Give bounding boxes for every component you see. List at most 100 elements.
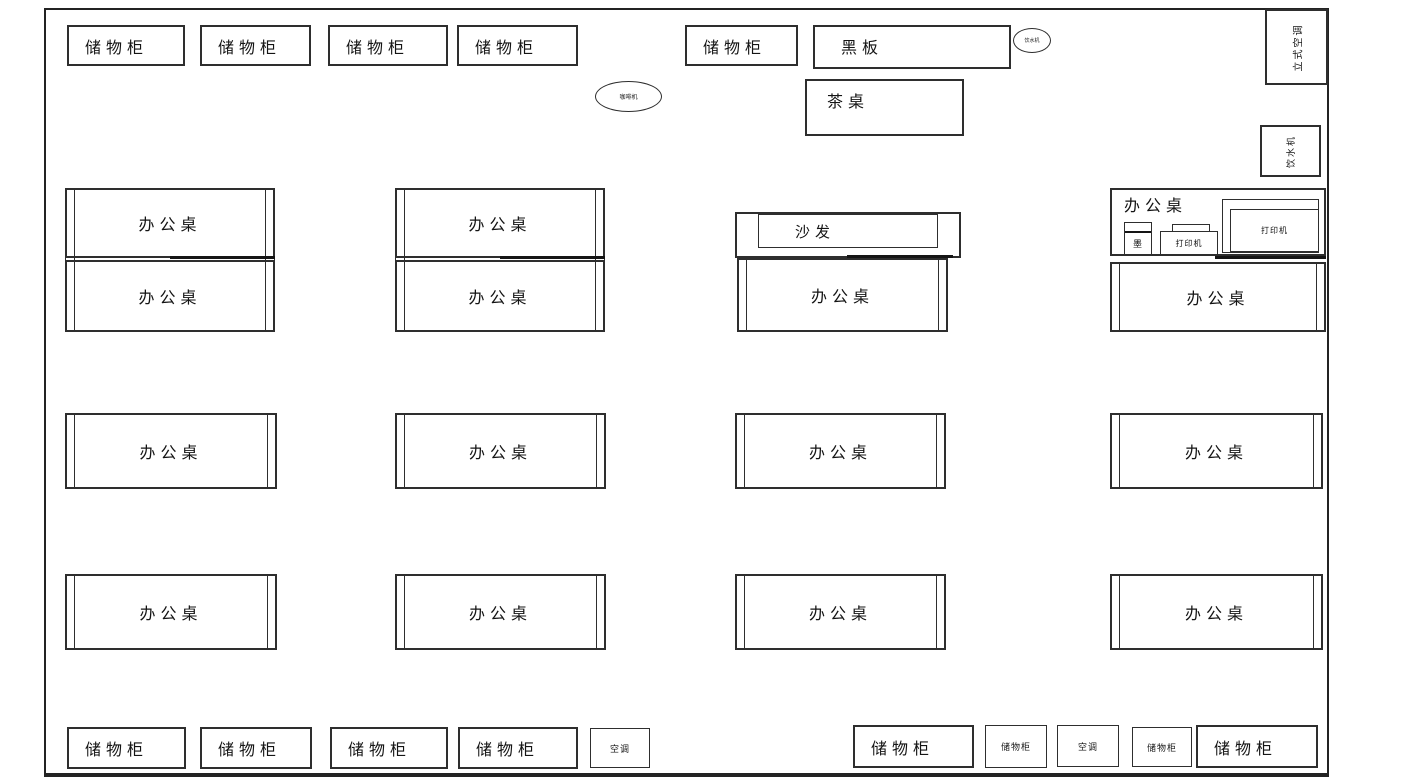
air-conditioner: 空调 — [590, 728, 650, 768]
desk-side-panel — [1110, 574, 1120, 650]
office-desk-label: 办公桌 — [139, 606, 203, 623]
desk-side-panel — [737, 258, 747, 332]
storage-cabinet: 储物柜 — [853, 725, 974, 768]
office-desk: 办公桌 — [65, 413, 277, 489]
office-desk-label: 办公桌 — [808, 445, 872, 462]
storage-cabinet: 储物柜 — [200, 727, 312, 769]
air-conditioner-label: 空调 — [609, 743, 630, 754]
ink-box-label: 墨 — [1124, 233, 1152, 253]
office-desk-label: 办公桌 — [139, 445, 203, 462]
storage-cabinet-label: 储物柜 — [1214, 740, 1278, 758]
office-desk: 办公桌 — [395, 413, 606, 489]
storage-cabinet-label: 储物柜 — [871, 740, 935, 758]
desk-side-panel — [735, 413, 745, 489]
air-conditioner: 空调 — [1057, 725, 1119, 767]
office-desk-label: 办公桌 — [468, 290, 532, 307]
storage-cabinet-label: 储物柜 — [218, 39, 282, 57]
storage-cabinet-label: 储物柜 — [1146, 742, 1177, 753]
coffee-machine-oval: 咖啡机 — [595, 81, 662, 112]
office-desk: 办公桌 — [1110, 574, 1323, 650]
storage-cabinet: 储物柜 — [67, 25, 185, 66]
desk-label: 办公桌 — [1124, 192, 1219, 216]
office-desk-label: 办公桌 — [468, 445, 532, 462]
water-dispenser-oval: 饮水机 — [1013, 28, 1051, 53]
sofa-inner-label: 沙发 — [795, 224, 836, 241]
desk-side-panel — [936, 413, 946, 489]
storage-cabinet-label: 储物柜 — [1000, 742, 1031, 752]
desk-side-panel — [938, 258, 948, 332]
desk-divider-line — [847, 255, 953, 258]
storage-cabinet-label: 储物柜 — [476, 742, 540, 759]
desk-divider-line — [1215, 256, 1326, 259]
storage-cabinet-label: 储物柜 — [348, 742, 412, 759]
desk-side-panel — [265, 188, 275, 332]
storage-cabinet: 储物柜 — [1132, 727, 1192, 767]
storage-cabinet: 储物柜 — [1196, 725, 1318, 768]
office-desk-label: 办公桌 — [810, 289, 874, 306]
office-desk-label: 办公桌 — [138, 290, 202, 307]
water-dispenser-box-label: 饮水机 — [1285, 134, 1296, 168]
desk-side-panel — [936, 574, 946, 650]
desk-side-panel — [65, 413, 75, 489]
desk-divider-line — [500, 256, 605, 259]
desk-side-panel — [65, 188, 75, 332]
desk-divider-line — [170, 256, 275, 259]
office-desk: 办公桌 — [395, 260, 605, 332]
office-desk-label: 办公桌 — [808, 606, 872, 623]
room-outline — [44, 8, 1329, 777]
standing-ac-box-label: 立式空调 — [1293, 23, 1304, 71]
storage-cabinet-label: 储物柜 — [703, 39, 767, 57]
desk-side-panel — [395, 188, 405, 332]
printer-small: 打印机 — [1160, 231, 1218, 255]
ink-box-divider — [1125, 231, 1151, 233]
desk-side-panel — [1313, 574, 1323, 650]
storage-cabinet-label: 储物柜 — [346, 39, 410, 57]
tea-table: 茶桌 — [805, 79, 964, 136]
desk-side-panel — [395, 574, 405, 650]
desk-side-panel — [267, 413, 277, 489]
desk-side-panel — [1110, 413, 1120, 489]
office-desk: 办公桌 — [737, 258, 948, 332]
desk-side-panel — [267, 574, 277, 650]
desk-side-panel — [395, 413, 405, 489]
printer-large-inner-label: 打印机 — [1261, 226, 1288, 235]
office-desk: 办公桌 — [1110, 262, 1326, 332]
desk-side-panel — [65, 574, 75, 650]
water-dispenser-oval-label: 饮水机 — [1024, 39, 1040, 44]
storage-cabinet-label: 储物柜 — [475, 39, 539, 57]
ink-box-label-label: 墨 — [1132, 238, 1143, 249]
storage-cabinet: 储物柜 — [685, 25, 798, 66]
office-desk: 办公桌 — [395, 574, 606, 650]
office-desk: 办公桌 — [735, 574, 946, 650]
storage-cabinet: 储物柜 — [67, 727, 186, 769]
desk-side-panel — [735, 574, 745, 650]
desk-side-panel — [596, 574, 606, 650]
sofa-inner: 沙发 — [758, 214, 938, 248]
storage-cabinet-label: 储物柜 — [218, 742, 282, 759]
storage-cabinet-label: 储物柜 — [85, 742, 149, 759]
office-desk: 办公桌 — [65, 188, 275, 258]
coffee-machine-oval-label: 咖啡机 — [619, 95, 638, 101]
storage-cabinet-label: 储物柜 — [85, 39, 149, 57]
storage-cabinet: 储物柜 — [328, 25, 448, 66]
printer-large-inner: 打印机 — [1230, 209, 1319, 252]
storage-cabinet: 储物柜 — [985, 725, 1047, 768]
printer-small-label: 打印机 — [1175, 238, 1203, 248]
office-desk-label: 办公桌 — [1184, 445, 1248, 462]
desk-side-panel — [1313, 413, 1323, 489]
office-desk-label: 办公桌 — [468, 217, 532, 234]
storage-cabinet: 储物柜 — [458, 727, 578, 769]
storage-cabinet: 储物柜 — [330, 727, 448, 769]
office-desk-label: 办公桌 — [1186, 291, 1250, 308]
office-desk-label: 办公桌 — [138, 217, 202, 234]
air-conditioner-label: 空调 — [1077, 741, 1098, 752]
blackboard: 黑板 — [813, 25, 1011, 69]
desk-side-panel — [1316, 262, 1326, 332]
desk-side-panel — [595, 188, 605, 332]
desk-return — [1110, 188, 1326, 256]
office-desk: 办公桌 — [1110, 413, 1323, 489]
ink-box — [1124, 222, 1152, 255]
storage-cabinet: 储物柜 — [200, 25, 311, 66]
office-desk: 办公桌 — [65, 260, 275, 332]
